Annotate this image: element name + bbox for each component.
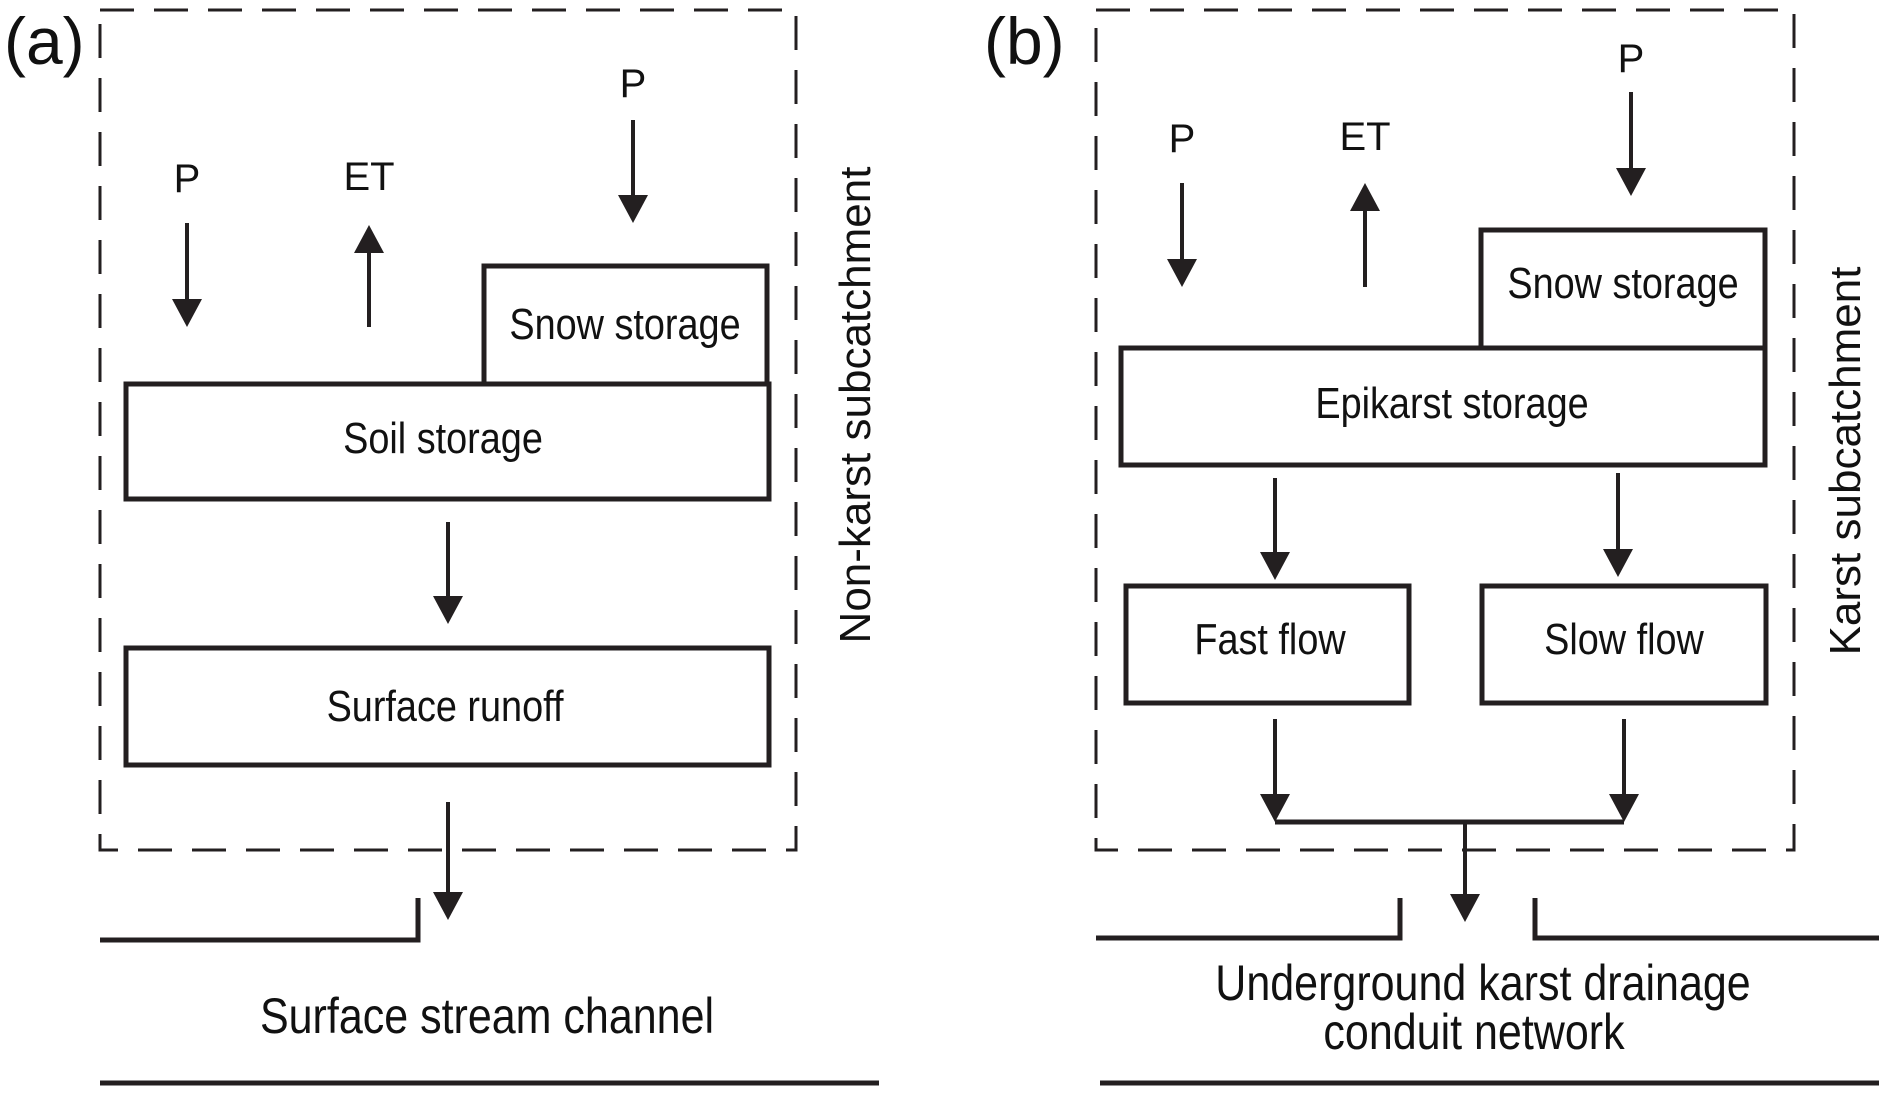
- soil-to-runoff-arrow-a: [433, 522, 463, 624]
- precip-snow-label-a: P: [620, 62, 647, 106]
- precip-arrow-a-head-icon: [172, 299, 202, 327]
- precip-snow-arrow-b: [1616, 92, 1646, 196]
- non-karst-subcatchment-boundary: [98, 8, 798, 852]
- runoff-to-channel-arrow-a: [433, 802, 463, 920]
- non-karst-subcatchment-label: Non-karst subcatchment: [831, 167, 880, 644]
- snow-storage-label-b: Snow storage: [1507, 258, 1738, 307]
- epikarst-to-slow-arrow-b-head-icon: [1603, 549, 1633, 577]
- precip-snow-arrow-a: [618, 120, 648, 223]
- precip-snow-arrow-b-head-icon: [1616, 168, 1646, 196]
- karst-subcatchment-label: Karst subcatchment: [1821, 267, 1870, 656]
- epikarst-to-slow-arrow-b: [1603, 473, 1633, 577]
- et-arrow-b: [1350, 183, 1380, 287]
- precip-arrow-b-head-icon: [1167, 259, 1197, 287]
- surface-stream-channel-label: Surface stream channel: [260, 988, 714, 1044]
- epikarst-storage-label-b: Epikarst storage: [1315, 378, 1588, 427]
- epikarst-storage-box-b: Epikarst storage: [1118, 345, 1768, 468]
- snow-storage-box-b: Snow storage: [1478, 227, 1768, 351]
- surface-runoff-label-a: Surface runoff: [327, 681, 564, 730]
- et-arrow-a: [354, 225, 384, 327]
- slow-flow-label-b: Slow flow: [1544, 614, 1704, 663]
- precip-arrow-a: [172, 223, 202, 327]
- conduit-right-bank: [1532, 898, 1879, 941]
- epikarst-to-fast-arrow-b: [1260, 478, 1290, 580]
- karst-subcatchment-boundary: [1094, 8, 1796, 852]
- soil-to-runoff-arrow-a-head-icon: [433, 596, 463, 624]
- epikarst-to-fast-arrow-b-head-icon: [1260, 552, 1290, 580]
- merge-to-conduit-arrow-b-head-icon: [1450, 894, 1480, 922]
- et-arrow-a-head-icon: [354, 225, 384, 253]
- panel-b-label: (b): [984, 4, 1065, 78]
- surface-runoff-box-a: Surface runoff: [123, 645, 772, 768]
- slow-to-merge-arrow-b-head-icon: [1609, 794, 1639, 822]
- soil-storage-label-a: Soil storage: [343, 413, 543, 462]
- et-label-b: ET: [1339, 115, 1390, 159]
- fast-to-merge-arrow-b-head-icon: [1260, 794, 1290, 822]
- slow-flow-box-b: Slow flow: [1479, 583, 1769, 706]
- snow-storage-box-a: Snow storage: [481, 263, 770, 387]
- et-label-a: ET: [343, 155, 394, 199]
- precip-left-label-a: P: [174, 157, 201, 201]
- fast-flow-box-b: Fast flow: [1123, 583, 1412, 706]
- soil-storage-box-a: Soil storage: [123, 381, 772, 502]
- panel-b: (b) Karst subcatchment P ET P Snow stora…: [984, 4, 1879, 1086]
- conduit-label-line1: Underground karst drainage: [1215, 955, 1750, 1011]
- precip-left-label-b: P: [1169, 117, 1196, 161]
- merge-to-conduit-arrow-b: [1450, 822, 1480, 922]
- precip-snow-arrow-a-head-icon: [618, 195, 648, 223]
- fast-to-merge-arrow-b: [1260, 719, 1290, 822]
- et-arrow-b-head-icon: [1350, 183, 1380, 211]
- precip-snow-label-b: P: [1618, 37, 1645, 81]
- slow-to-merge-arrow-b: [1609, 719, 1639, 822]
- conduit-left-bank: [1096, 898, 1403, 941]
- conduit-label-line2: conduit network: [1323, 1004, 1625, 1060]
- panel-a-label: (a): [4, 4, 85, 78]
- precip-arrow-b: [1167, 183, 1197, 287]
- arrows-panel-b: [1167, 92, 1679, 922]
- snow-storage-label-a: Snow storage: [509, 299, 740, 348]
- surface-channel-bank: [100, 898, 421, 943]
- fast-flow-label-b: Fast flow: [1194, 614, 1346, 663]
- arrows-panel-a: [172, 120, 648, 920]
- runoff-to-channel-arrow-a-head-icon: [433, 892, 463, 920]
- panel-a: (a) Non-karst subcatchment P ET P Snow s…: [4, 4, 880, 1086]
